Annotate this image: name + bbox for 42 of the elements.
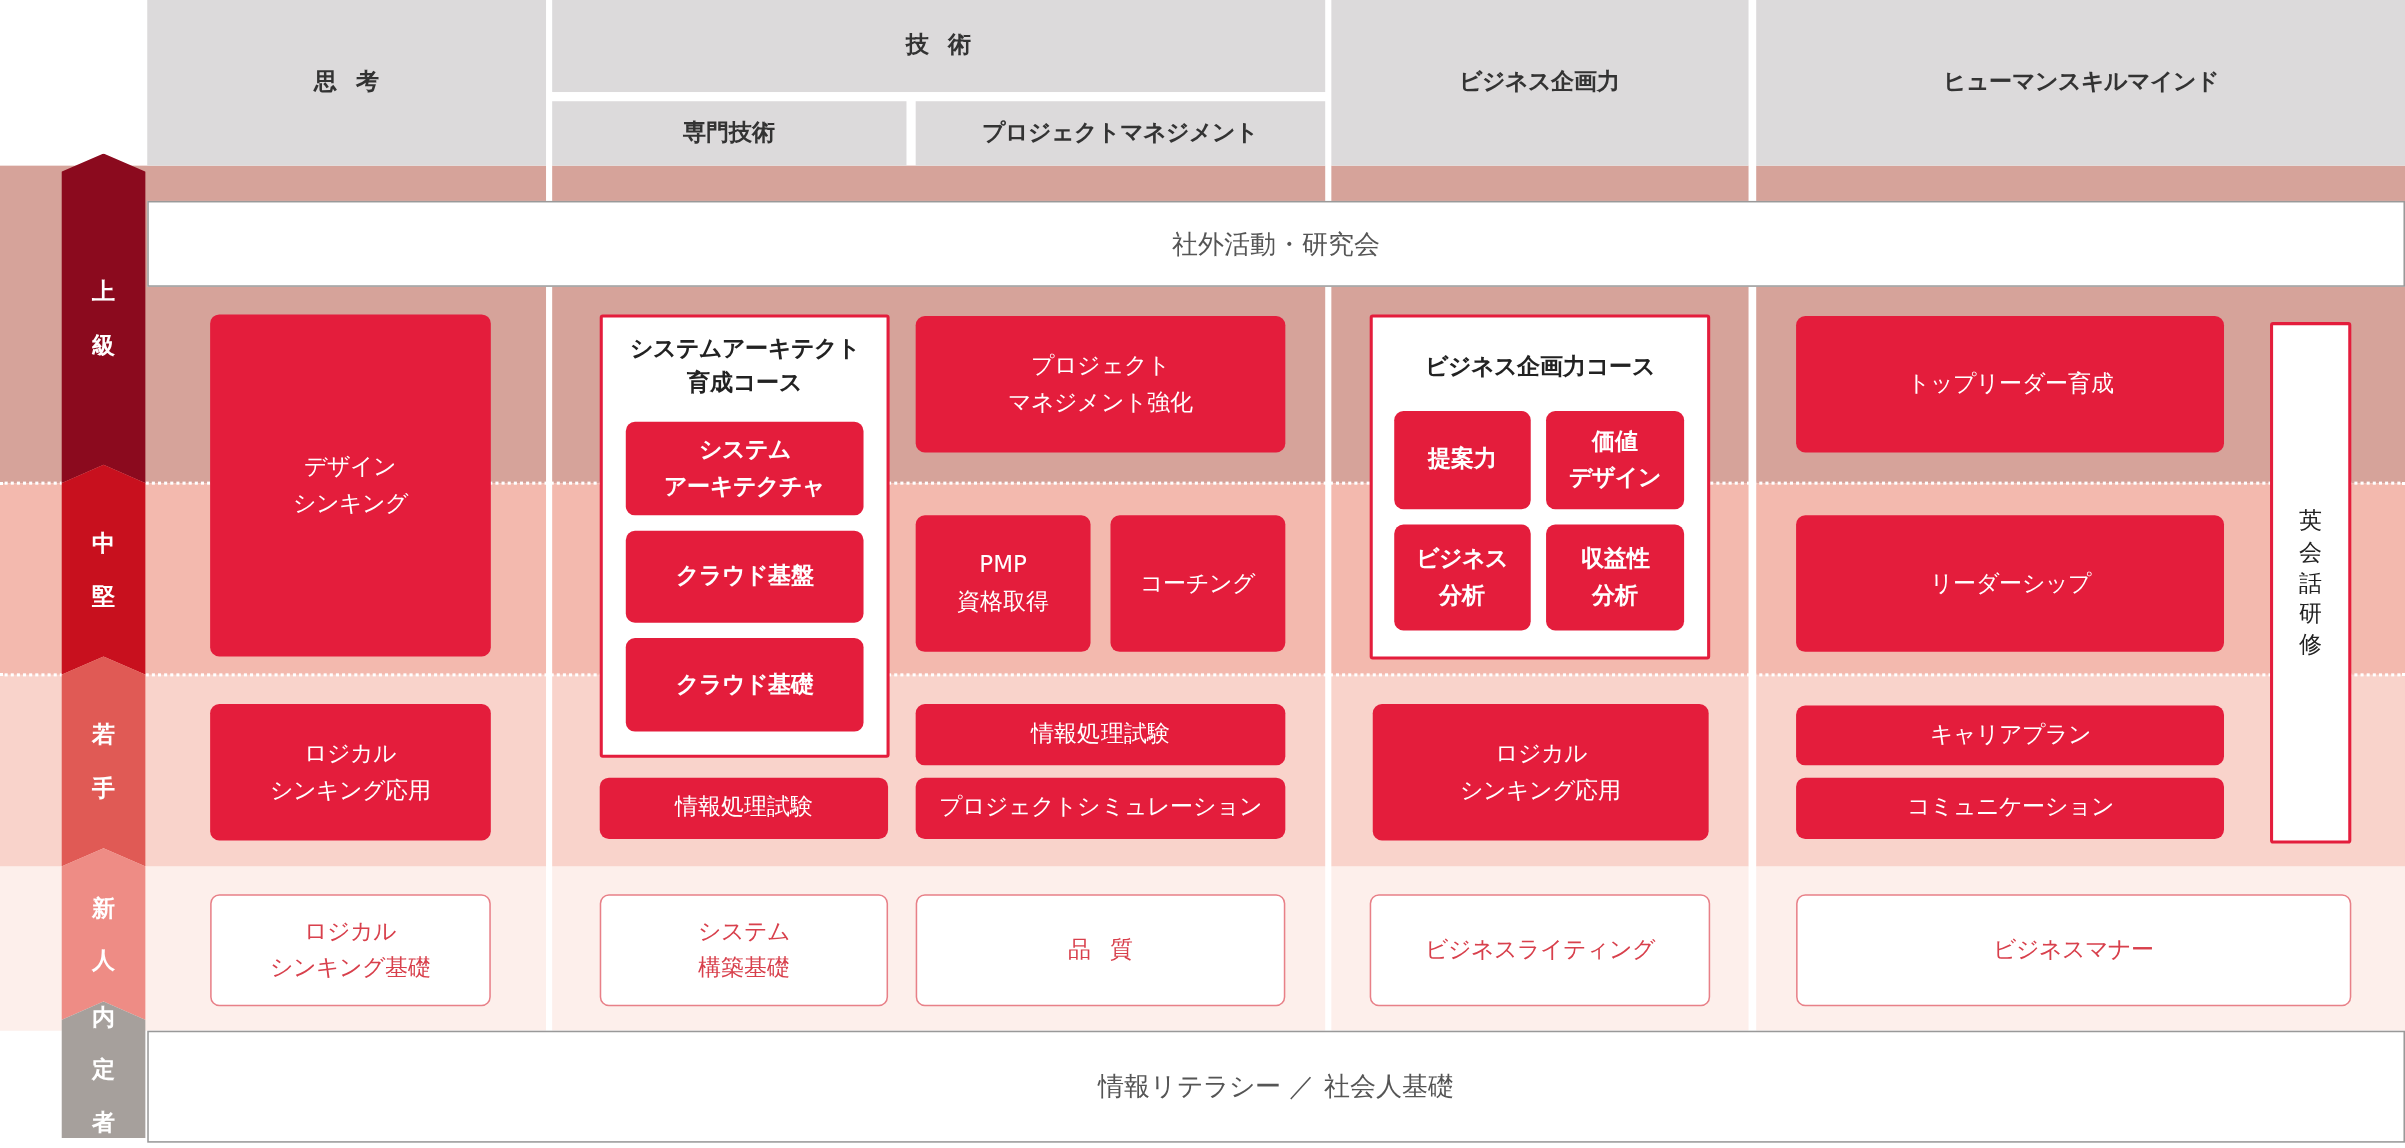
course-box: 提案力 [1394,411,1531,510]
course-box: 収益性分析 [1546,524,1685,631]
column-header: 思考 [147,0,547,166]
course-box: クラウド基盤 [625,530,864,623]
course-box: デザインシンキング [210,314,491,657]
course-box: プロジェクトマネジメント強化 [915,315,1286,453]
level-tag: 若手 [61,656,146,867]
level-tag: 上級 [61,153,146,484]
course-box: 情報処理試験 [915,704,1286,766]
course-box: キャリアプラン [1796,705,2224,766]
banner: 情報リテラシー ／ 社会人基礎 [147,1030,2405,1143]
course-box: 品質 [915,894,1286,1007]
course-box: ロジカルシンキング基礎 [210,894,491,1007]
level-tag: 中堅 [61,464,146,675]
course-box: 英会話研修 [2270,322,2352,844]
course-box: ビジネスライティング [1369,894,1711,1007]
course-box: コミュニケーション [1796,777,2224,839]
course-box: システム構築基礎 [599,894,889,1007]
course-box: コーチング [1110,515,1286,652]
column-header: ヒューマンスキルマインド [1756,0,2405,166]
course-box: システムアーキテクチャ [625,421,864,516]
column-header: 専門技術 [552,101,907,166]
course-heading: ビジネス企画力コース [1424,351,1655,383]
course-box: 価値デザイン [1546,411,1685,510]
course-box: トップリーダー育成 [1796,315,2224,453]
column-header: ビジネス企画力 [1331,0,1749,166]
column-header: プロジェクトマネジメント [915,101,1326,166]
course-box: プロジェクトシミュレーション [915,777,1286,839]
course-box: ビジネスマナー [1796,894,2352,1007]
course-box: PMP資格取得 [915,515,1091,652]
course-box: ロジカルシンキング応用 [210,704,491,841]
course-box: リーダーシップ [1796,515,2224,652]
course-panel [1369,314,1711,660]
course-box: ロジカルシンキング応用 [1372,704,1709,841]
banner: 社外活動・研究会 [147,200,2405,287]
course-box: クラウド基礎 [625,638,864,732]
course-heading: システムアーキテクト育成コース [629,333,860,398]
level-tag: 内定者 [61,1001,146,1139]
course-box: 情報処理試験 [599,777,889,839]
course-box: ビジネス分析 [1394,524,1531,631]
course-panel [599,314,890,758]
column-header: 技術 [552,0,1326,93]
